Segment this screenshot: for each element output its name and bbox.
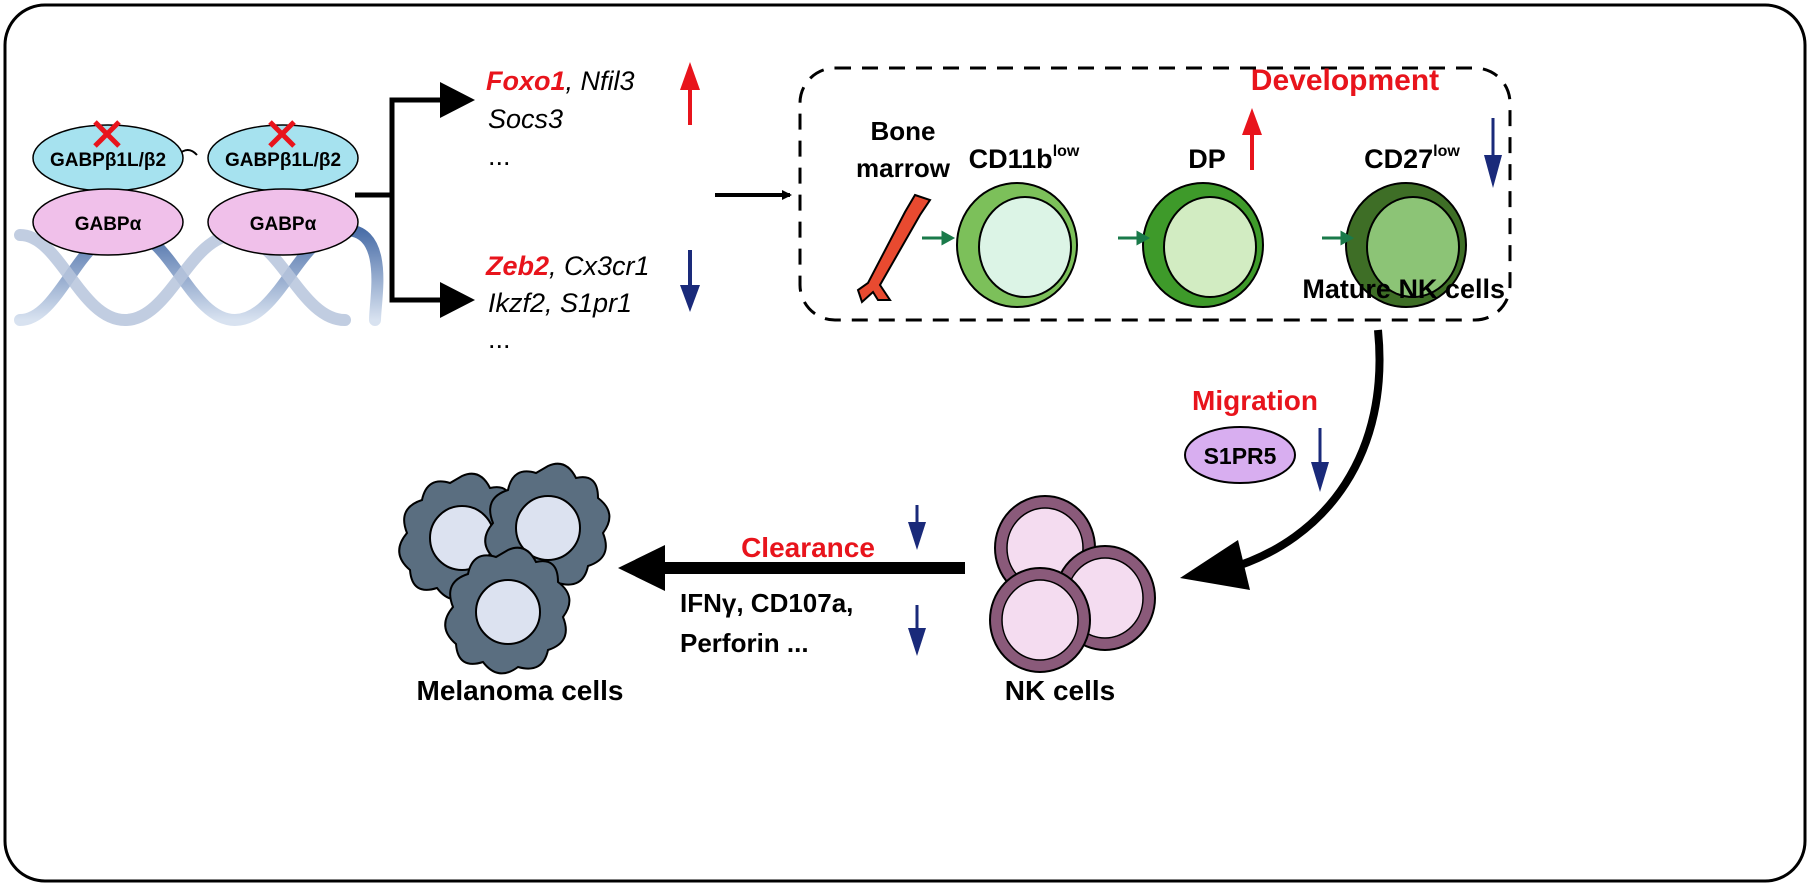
arrowhead — [618, 545, 665, 591]
down-arrow-icon — [1484, 118, 1502, 188]
gabp-beta-label: GABPβ1L/β2 — [50, 150, 166, 171]
s1pr5-label: S1PR5 — [1204, 443, 1277, 469]
effector-molecules-line1: IFNγ, CD107a, — [680, 588, 853, 618]
effector-molecules-line2: Perforin ... — [680, 628, 809, 658]
clearance-title: Clearance — [741, 532, 875, 563]
upregulated-genes-line2: Socs3 — [488, 104, 563, 134]
down-arrow-icon — [680, 250, 700, 312]
up-arrow-icon — [680, 62, 700, 125]
arrowhead — [1180, 540, 1250, 590]
development-box — [798, 66, 1512, 322]
arrowhead — [440, 282, 475, 318]
knockout-x-icon — [268, 120, 296, 148]
stage-arrows — [922, 230, 1355, 246]
downregulated-genes-line1: Zeb2, Cx3cr1 — [485, 251, 650, 281]
cell-cd11b-low — [956, 182, 1078, 308]
branch-arrows — [355, 97, 450, 303]
cell-cd27-low — [1345, 182, 1467, 308]
upregulated-genes-line1: Foxo1, Nfil3 — [486, 66, 635, 96]
knockout-x-icon — [93, 120, 121, 148]
s1pr5-ellipse — [1184, 426, 1296, 484]
up-arrow-icon — [1242, 108, 1262, 170]
cell-dp — [1142, 182, 1264, 308]
development-title: Development — [1251, 64, 1439, 97]
mature-nk-cells-label: Mature NK cells — [1302, 274, 1505, 304]
gabp-alpha-ellipse — [207, 188, 359, 256]
down-arrow-icon — [908, 605, 926, 656]
stage-dp-label: DP — [1188, 144, 1226, 174]
stage-cd11b-label: CD11blow — [969, 143, 1080, 174]
stage-cd27-label: CD27low — [1364, 143, 1460, 174]
gabp-alpha-label: GABPα — [75, 214, 142, 235]
nk-cells-cluster — [989, 495, 1156, 673]
migration-title: Migration — [1192, 385, 1318, 416]
melanoma-cells-cluster — [398, 462, 611, 675]
downregulated-genes-more: ... — [488, 324, 511, 354]
bone-marrow-label: marrow — [856, 153, 951, 183]
arrowhead — [440, 82, 475, 118]
down-arrow-icon — [908, 505, 926, 550]
downregulated-genes-line2: Ikzf2, S1pr1 — [488, 288, 632, 318]
gabp-alpha-label: GABPα — [250, 214, 317, 235]
migration-arrow — [1223, 329, 1384, 574]
melanoma-cells-label: Melanoma cells — [417, 675, 624, 706]
bone-marrow-label: Bone — [871, 116, 936, 146]
gabp-beta-label: GABPβ1L/β2 — [225, 150, 341, 171]
gabp-complex: GABPβ1L/β2 GABPβ1L/β2 GABPα GABPα — [32, 120, 359, 256]
nk-cells-label: NK cells — [1005, 675, 1116, 706]
bone-icon — [856, 193, 932, 304]
gabp-alpha-ellipse — [32, 188, 184, 256]
down-arrow-icon — [1311, 428, 1329, 492]
upregulated-genes-more: ... — [488, 141, 511, 171]
